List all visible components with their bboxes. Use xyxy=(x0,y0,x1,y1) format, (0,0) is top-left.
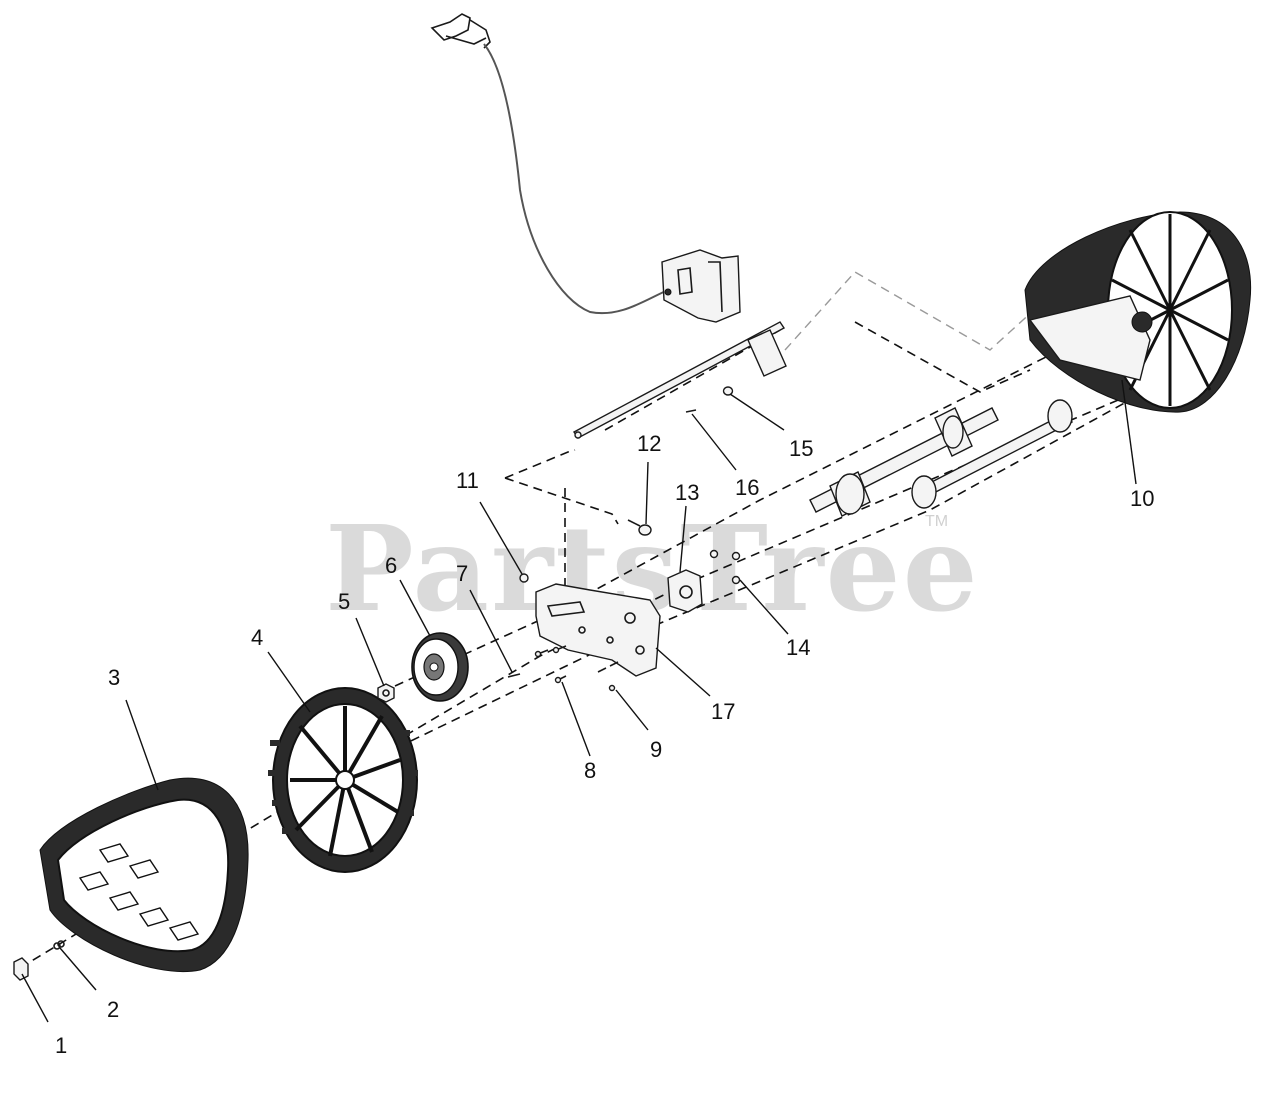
callout-2: 2 xyxy=(107,997,119,1022)
spring-washer-icon xyxy=(53,940,65,950)
leader-lines xyxy=(21,379,1137,1023)
callout-8: 8 xyxy=(584,758,596,783)
callout-9: 9 xyxy=(650,737,662,762)
cable-bracket-icon xyxy=(661,249,741,323)
eyebolt-icon xyxy=(627,519,652,536)
screw-icon xyxy=(685,409,697,413)
callout-10: 10 xyxy=(1130,486,1154,511)
callout-17: 17 xyxy=(711,699,735,724)
track-left-icon xyxy=(39,777,249,972)
axle-shaft-icon xyxy=(809,407,999,517)
nut-icon xyxy=(377,683,395,703)
key-icon xyxy=(507,673,521,678)
callout-4: 4 xyxy=(251,625,263,650)
drive-wheel-icon xyxy=(268,687,418,873)
watermark-trademark: TM xyxy=(925,513,948,530)
track-assembly-right-icon xyxy=(1024,211,1252,413)
callout-5: 5 xyxy=(338,589,350,614)
bolts-icon xyxy=(534,645,619,692)
callout-13: 13 xyxy=(675,480,699,505)
control-lever-icon xyxy=(430,13,491,49)
callout-15: 15 xyxy=(789,436,813,461)
pulley-icon xyxy=(411,632,469,702)
callout-3: 3 xyxy=(108,665,120,690)
washer-icon xyxy=(722,386,734,396)
end-cap-icon xyxy=(13,957,29,981)
guide-line-gray xyxy=(784,271,1046,351)
guide-line-assembly-upper xyxy=(504,321,1031,525)
callout-6: 6 xyxy=(385,553,397,578)
callout-7: 7 xyxy=(456,561,468,586)
guide-line-lower xyxy=(329,399,1131,781)
guide-line-wheel xyxy=(394,349,1061,687)
flange-nut-icon xyxy=(519,573,529,583)
control-cable xyxy=(483,43,669,315)
side-plate-icon xyxy=(535,583,661,677)
callout-14: 14 xyxy=(786,635,810,660)
lower-axle-icon xyxy=(911,399,1073,509)
lock-nuts-icon xyxy=(709,549,741,585)
callout-1: 1 xyxy=(55,1033,67,1058)
shift-rod-icon xyxy=(572,321,787,439)
callout-12: 12 xyxy=(637,431,661,456)
callout-11: 11 xyxy=(456,468,479,493)
callout-16: 16 xyxy=(735,475,759,500)
bearing-flange-icon xyxy=(667,569,703,613)
